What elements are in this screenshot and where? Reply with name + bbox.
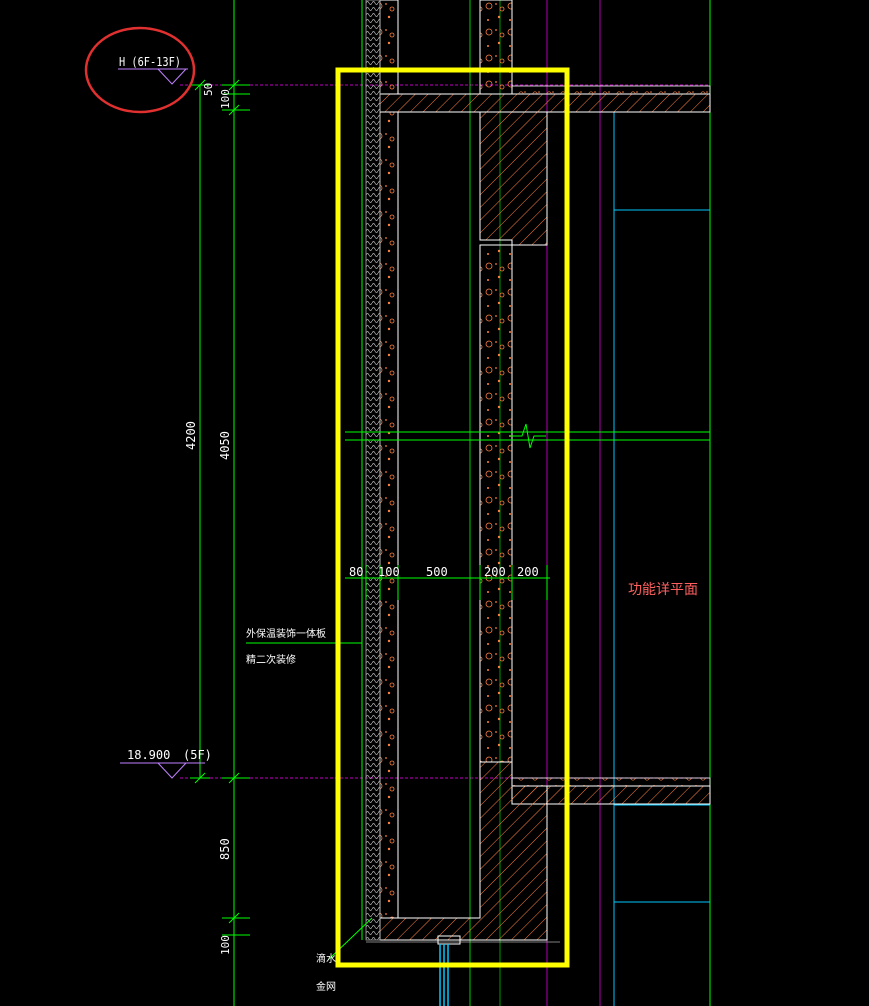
horizontal-dimensions — [345, 565, 550, 600]
level-symbols — [118, 68, 205, 779]
break-line — [345, 423, 710, 449]
dim-overall-height: 4200 — [184, 421, 198, 450]
dim-width-2: 100 — [378, 565, 400, 579]
dim-top-slab: 50 — [202, 83, 215, 96]
note-drip-line1: 滴水 — [316, 952, 336, 965]
note-cladding-line1: 外保温装饰一体板 — [246, 627, 326, 640]
walls — [361, 0, 560, 943]
lower-slab — [379, 761, 711, 941]
level-mark-bottom-floor: (5F) — [183, 748, 212, 762]
window-frame — [437, 935, 461, 1006]
note-cladding-line2: 精二次装修 — [246, 653, 296, 666]
dim-width-1: 80 — [349, 565, 363, 579]
leaders — [246, 642, 373, 961]
dim-width-4: 200 — [484, 565, 506, 579]
vertical-dimensions — [190, 0, 250, 1006]
highlight-box — [335, 67, 570, 968]
upper-slab — [379, 85, 711, 246]
level-mark-bottom-elevation: 18.900 — [127, 748, 170, 762]
highlight-circle — [84, 26, 196, 114]
dim-width-3: 500 — [426, 565, 448, 579]
room-label: 功能详平面 — [628, 582, 698, 598]
level-mark-top: H (6F-13F) — [119, 55, 181, 69]
dim-clear-height: 4050 — [218, 431, 232, 460]
labels: H (6F-13F) 18.900 (5F) 4200 4050 50 100 … — [119, 55, 698, 993]
dim-top-offset: 100 — [219, 89, 232, 109]
dim-bottom-sill: 850 — [218, 838, 232, 860]
dim-width-5: 200 — [517, 565, 539, 579]
dim-bottom-offset: 100 — [219, 935, 232, 955]
note-drip-line2: 金网 — [316, 980, 336, 993]
